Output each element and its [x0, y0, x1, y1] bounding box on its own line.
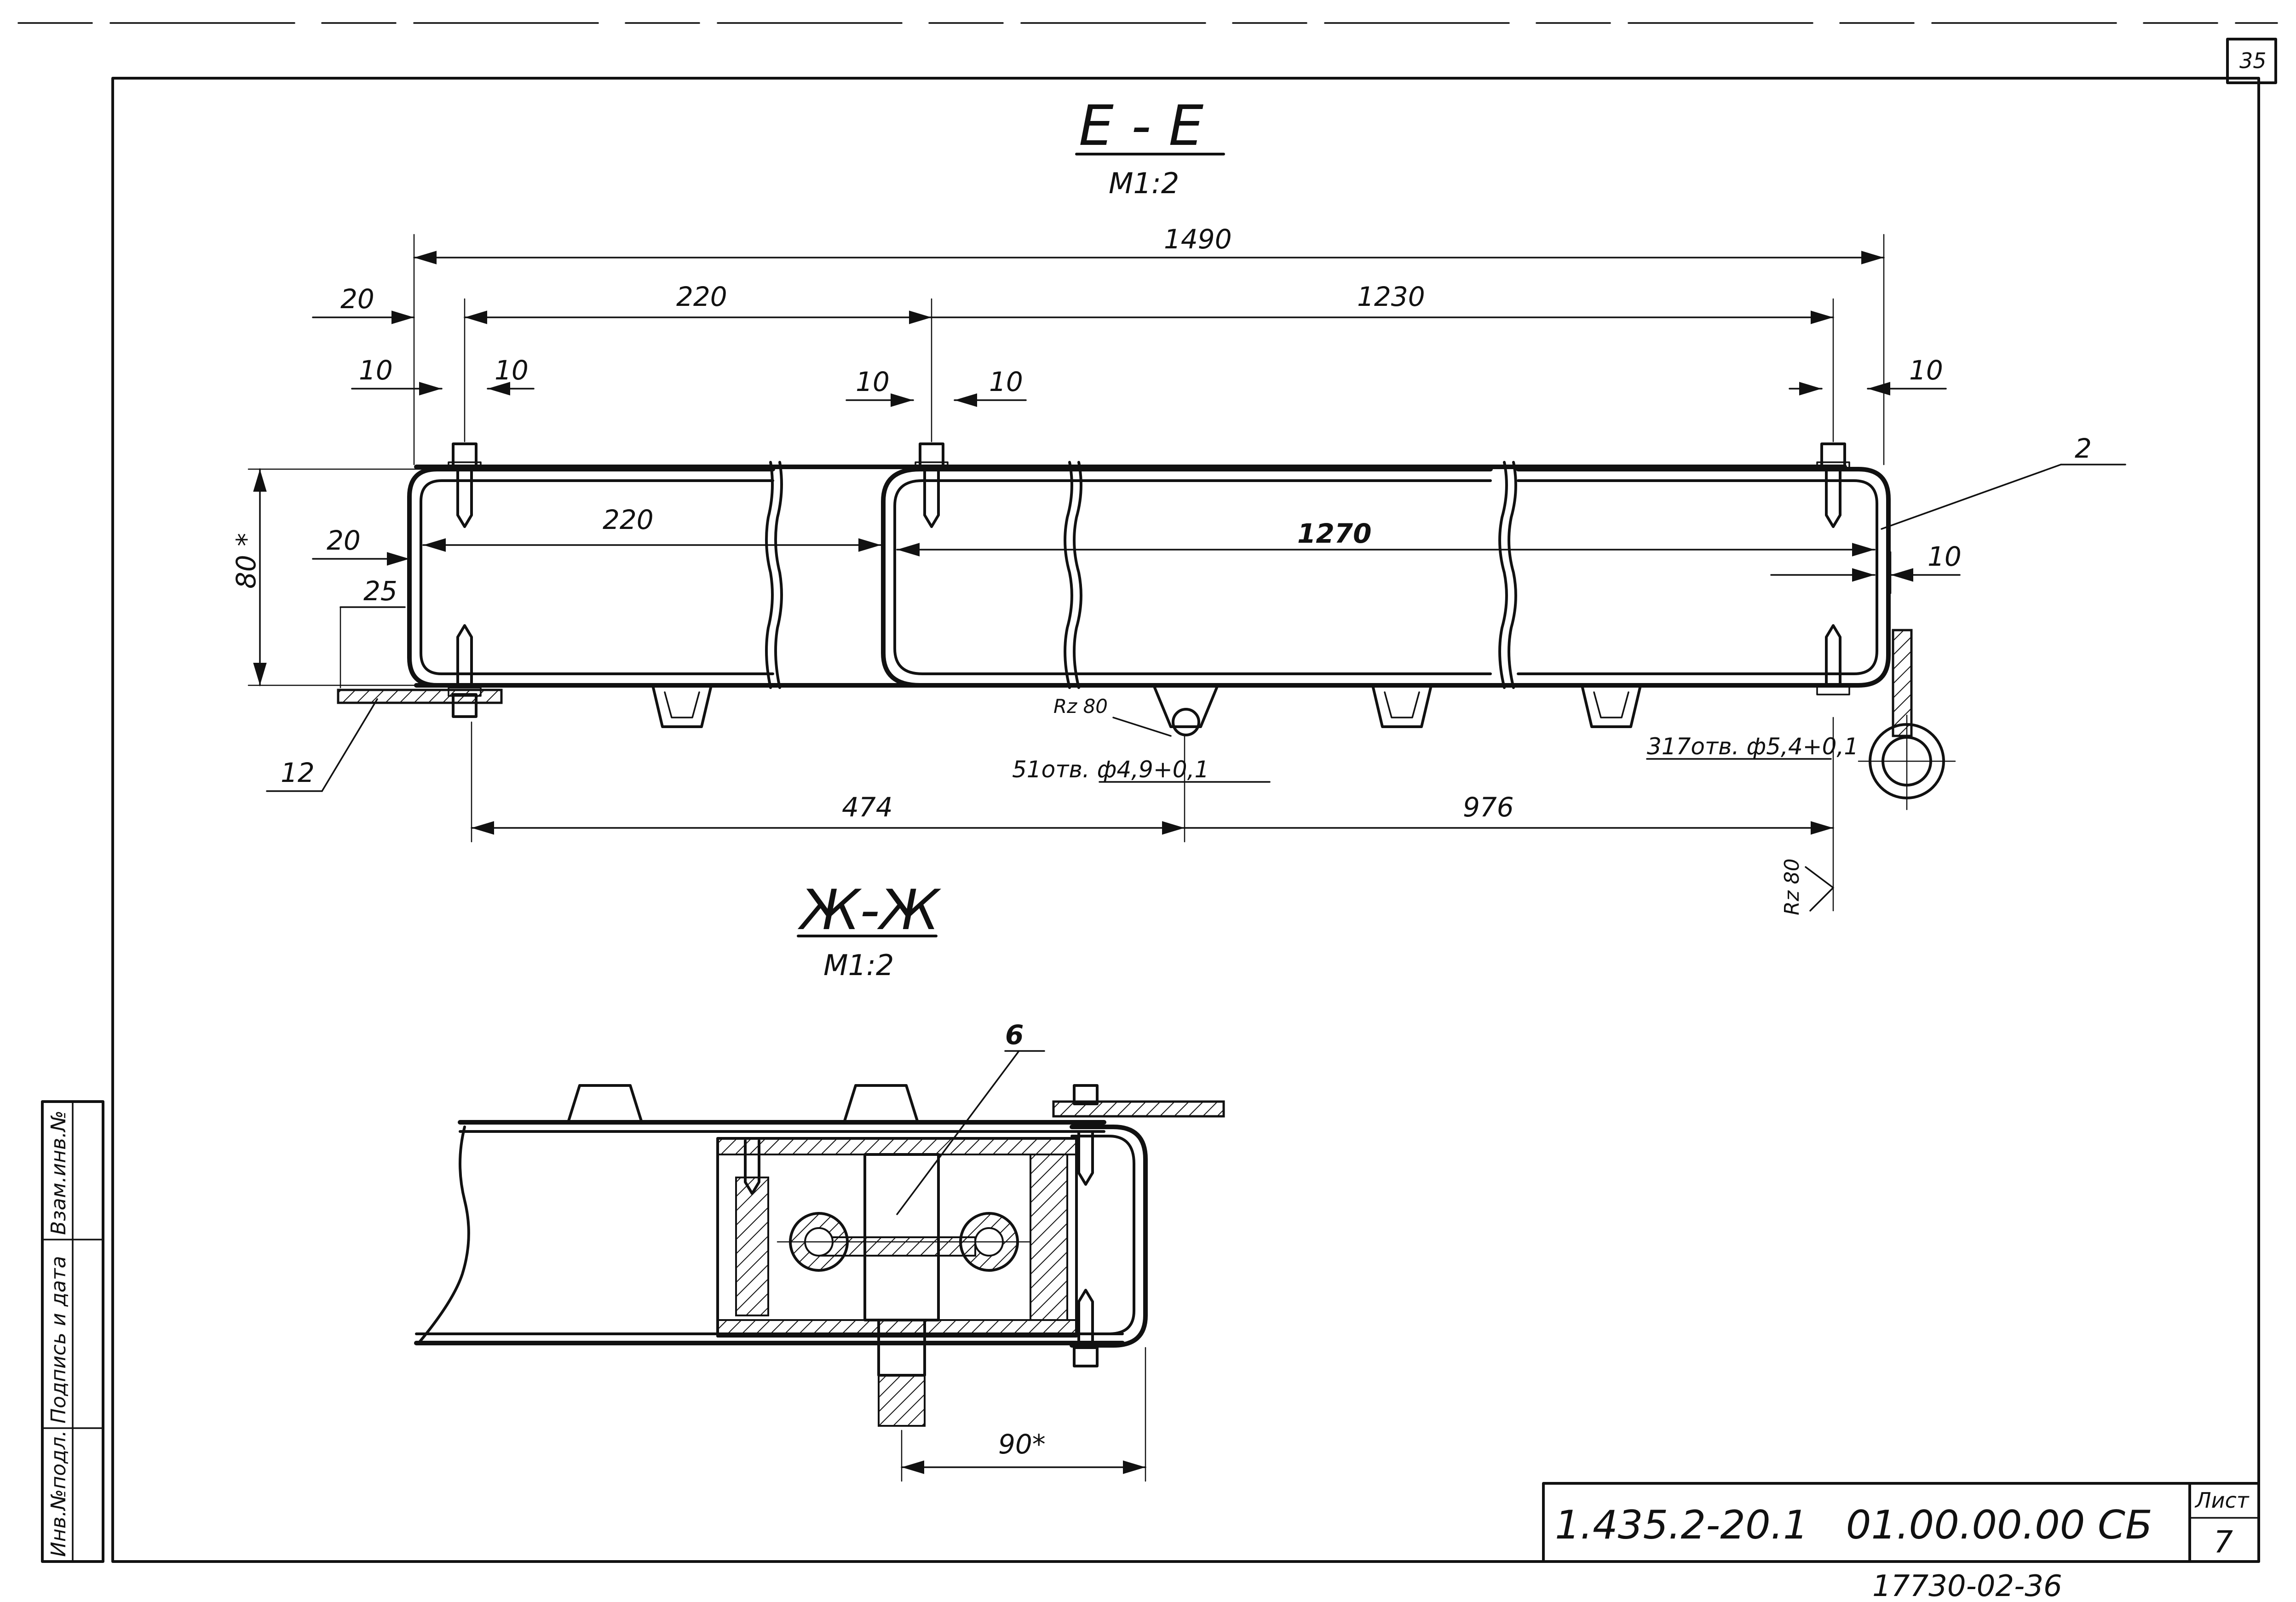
sheet-number: 7	[2214, 1524, 2233, 1560]
dim-inner-220: 220	[603, 504, 654, 535]
title-block	[1542, 1482, 2260, 1563]
dim-bolt-10-a: 10	[359, 355, 393, 386]
dim-height-80: 80 *	[230, 533, 262, 589]
section-e-scale: М1:2	[1109, 167, 1179, 200]
side-stamp	[41, 1100, 104, 1563]
section-e-title: Е - Е	[1079, 94, 1203, 158]
note-rz-center: Rz 80	[1053, 695, 1108, 718]
section-e-drawing	[337, 442, 1956, 810]
note-holes-right: 317отв. ф5,4+0,1	[1647, 733, 1859, 760]
corner-number: 35	[2239, 48, 2267, 73]
dim-offset-25: 25	[363, 575, 397, 607]
callout-part-6: 6	[1005, 1019, 1024, 1051]
dim-inner-20: 20	[327, 525, 361, 556]
dim-inner-1270: 1270	[1297, 518, 1371, 549]
dim-left-20: 20	[340, 283, 374, 315]
dim-bottom-474: 474	[842, 792, 893, 823]
dim-220-top: 220	[676, 281, 727, 312]
section-e-dimensions	[247, 234, 2126, 912]
section-zh-scale: М1:2	[823, 948, 894, 982]
section-zh-title: Ж-Ж	[797, 879, 942, 942]
document-code: 1.435.2-20.1 01.00.00.00 СБ	[1555, 1502, 2152, 1548]
note-holes-center: 51отв. ф4,9+0,1	[1012, 756, 1209, 783]
dim-90: 90*	[998, 1429, 1046, 1460]
dim-total-1490: 1490	[1164, 224, 1232, 255]
callout-part-2: 2	[2075, 433, 2092, 464]
sheet-label: Лист	[2194, 1488, 2250, 1513]
dim-1230: 1230	[1357, 281, 1425, 312]
callout-part-12: 12	[281, 757, 315, 788]
dim-bottom-976: 976	[1463, 792, 1514, 823]
sheet-frame	[17, 22, 2278, 1563]
dim-bolt-10-d: 10	[989, 366, 1023, 397]
dim-bolt-10-e: 10	[1909, 355, 1943, 386]
section-zh-heading: Ж-Ж М1:2	[797, 879, 942, 982]
stamp-signature-date: Подпись и дата	[47, 1256, 70, 1424]
dim-right-10: 10	[1928, 541, 1962, 572]
stamp-inventory-number: Инв.№подл.	[47, 1430, 70, 1557]
section-e-heading: Е - Е М1:2	[1075, 94, 1225, 200]
note-rz-right: Rz 80	[1780, 858, 1804, 915]
section-zh-drawing	[414, 1050, 1225, 1482]
bottom-number: 17730-02-36	[1872, 1569, 2062, 1600]
stamp-replacement-inventory: Взам.инв.№	[47, 1110, 70, 1235]
dim-bolt-10-c: 10	[856, 366, 890, 397]
dim-bolt-10-b: 10	[495, 355, 529, 386]
